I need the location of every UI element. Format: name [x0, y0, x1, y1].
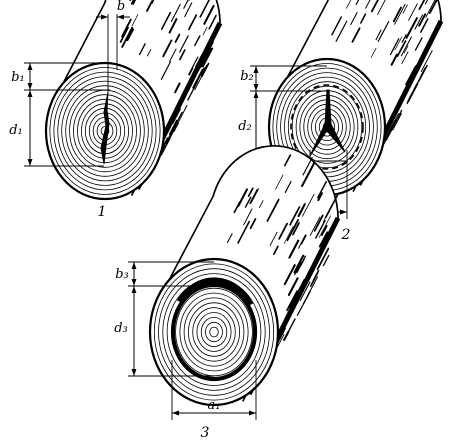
forked-crack-defect [309, 89, 346, 157]
dim-label-a1: a₁ [208, 398, 221, 413]
growth-ring [192, 307, 236, 357]
figure-caption-2: 2 [341, 227, 351, 243]
dim-label-b2: b₂ [240, 69, 254, 84]
growth-ring [287, 81, 367, 173]
growth-ring [61, 80, 149, 182]
log-figure-1: b b₁ d₁ 1 [9, 0, 223, 220]
growth-ring [183, 297, 245, 367]
growth-ring [77, 98, 133, 164]
ring-shake-defect [171, 283, 257, 381]
growth-ring [196, 312, 232, 352]
growth-ring [57, 76, 153, 186]
log-figure-3: b₃ d₃ a₁ 3 [114, 145, 341, 441]
growth-ring [73, 94, 137, 168]
ring-shake-thick [176, 277, 254, 307]
dim-label-d3: d₃ [114, 321, 128, 336]
dim-label-d2: d₂ [238, 119, 252, 134]
growth-ring [162, 273, 266, 391]
bark-hatching [226, 154, 339, 384]
growth-ring [200, 316, 228, 347]
dim-label-b: b [117, 0, 125, 14]
growth-ring [209, 326, 219, 338]
growth-ring [187, 302, 240, 362]
dim-label-b1: b₁ [11, 70, 25, 85]
growth-ring [65, 85, 145, 177]
growth-ring [53, 71, 157, 191]
growth-ring [291, 85, 363, 169]
dim-label-d1: d₁ [9, 123, 23, 138]
dashed-boundary [290, 84, 364, 170]
figure-caption-1: 1 [98, 204, 107, 220]
crack-defect [100, 91, 110, 165]
growth-ring [49, 67, 161, 195]
growth-ring [158, 268, 270, 396]
figure-caption-3: 3 [201, 425, 210, 441]
growth-ring [205, 321, 223, 343]
growth-ring [179, 292, 249, 372]
growth-ring [153, 263, 275, 401]
dim-label-b3: b₃ [115, 267, 129, 282]
